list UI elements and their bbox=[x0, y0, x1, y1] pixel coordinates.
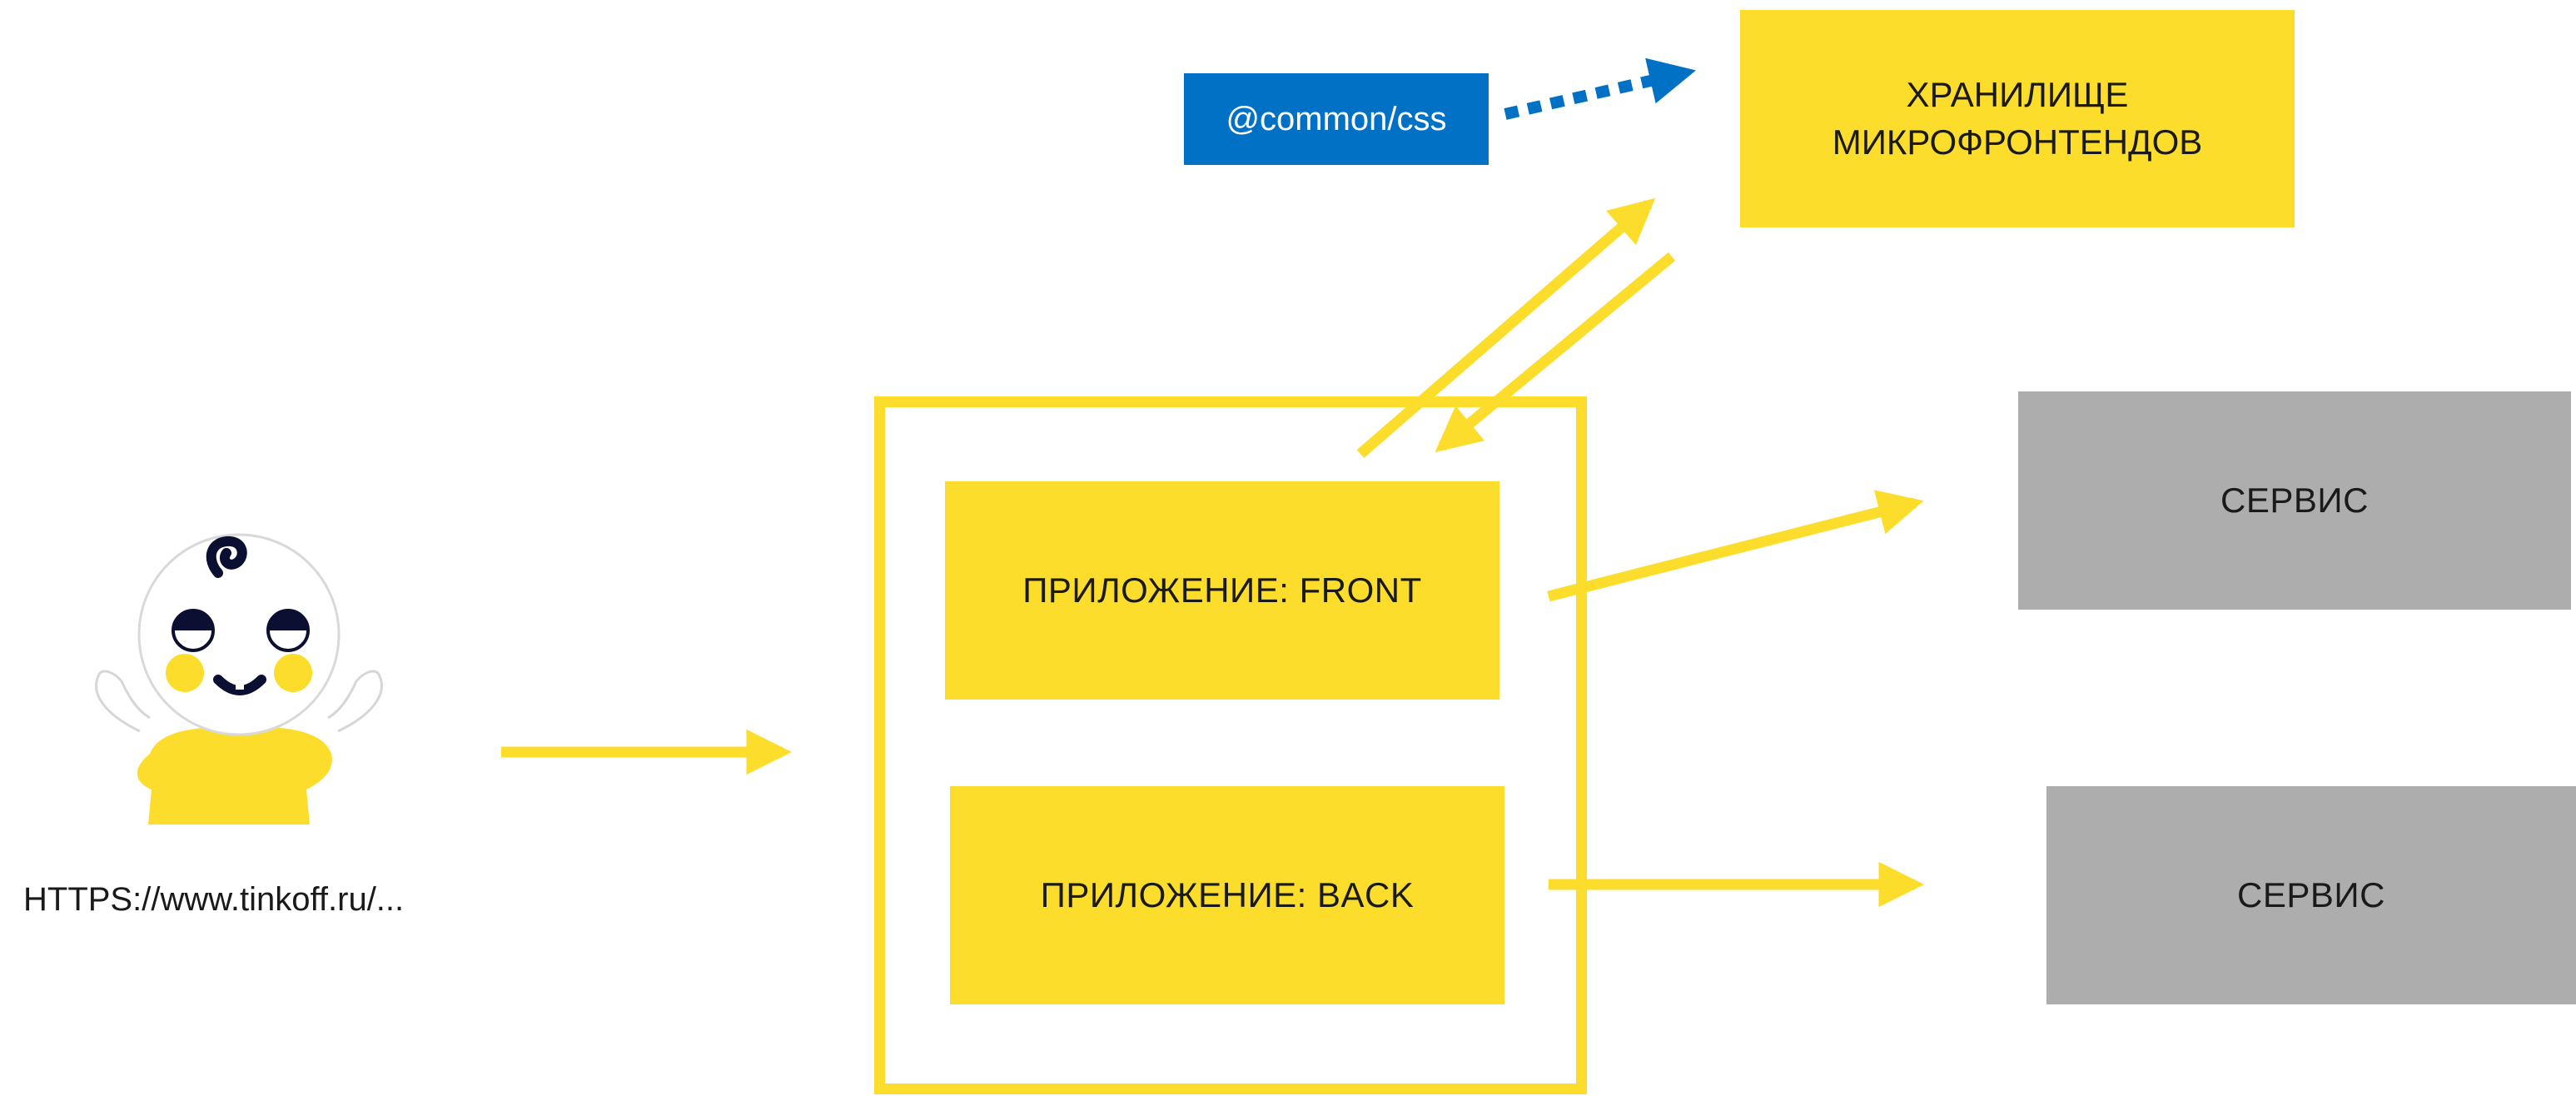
front-app-box: ПРИЛОЖЕНИЕ: FRONT bbox=[945, 481, 1499, 700]
microfrontend-storage-box: ХРАНИЛИЩЕ МИКРОФРОНТЕНДОВ bbox=[1740, 10, 2295, 227]
back-app-box: ПРИЛОЖЕНИЕ: BACK bbox=[950, 786, 1504, 1004]
application-container bbox=[874, 396, 1587, 1094]
service-label-top: СЕРВИС bbox=[2220, 480, 2369, 520]
arrow-commoncss-to-storage bbox=[1504, 57, 1696, 120]
mascot-icon bbox=[95, 533, 383, 824]
front-app-label: ПРИЛОЖЕНИЕ: FRONT bbox=[1022, 570, 1422, 610]
service-box-top: СЕРВИС bbox=[2018, 391, 2571, 610]
arrow-front-to-service bbox=[1547, 490, 1924, 602]
back-app-label: ПРИЛОЖЕНИЕ: BACK bbox=[1040, 874, 1415, 914]
service-label-bottom: СЕРВИС bbox=[2237, 874, 2385, 914]
microfrontend-storage-label: ХРАНИЛИЩЕ МИКРОФРОНТЕНДОВ bbox=[1832, 74, 2203, 162]
service-box-bottom: СЕРВИС bbox=[2046, 786, 2576, 1004]
arrow-front-to-storage bbox=[1356, 197, 1656, 458]
common-css-label: @common/css bbox=[1226, 100, 1447, 137]
arrow-storage-to-front bbox=[1435, 252, 1676, 452]
url-label: HTTPS://www.tinkoff.ru/... bbox=[23, 881, 405, 918]
common-css-box: @common/css bbox=[1184, 73, 1489, 165]
